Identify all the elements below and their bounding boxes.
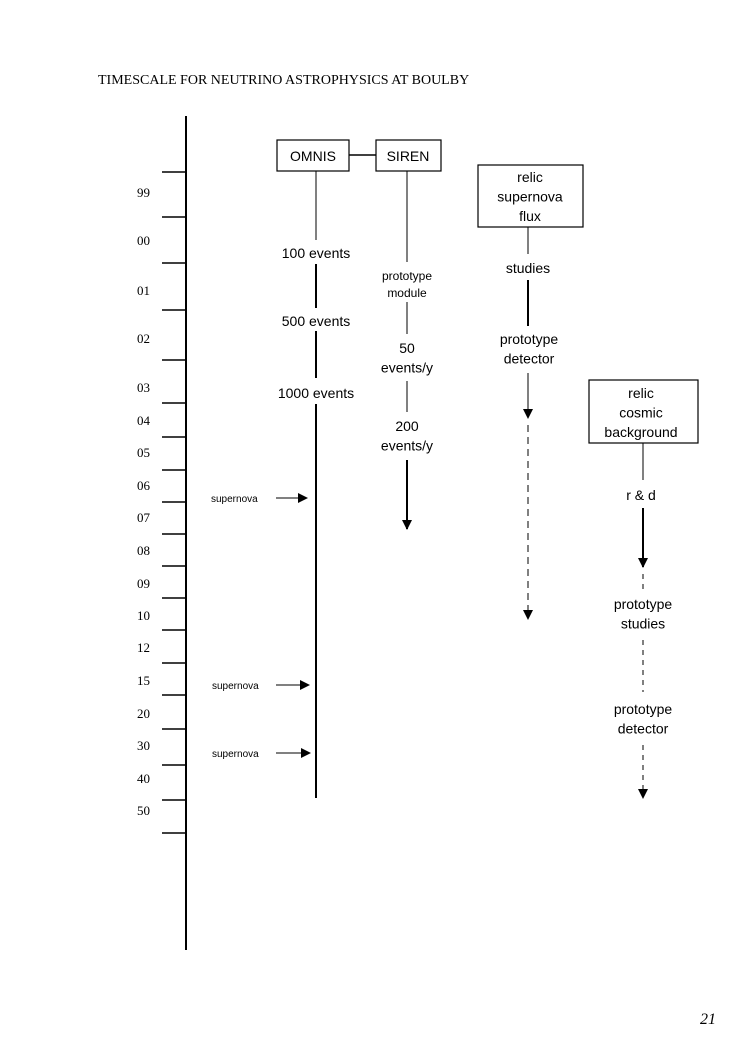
year-label: 02: [137, 331, 150, 346]
omnis-milestone-100-events: 100 events: [282, 245, 351, 261]
supernova-label-3: supernova: [212, 749, 259, 760]
timeline-ticks: [162, 171, 186, 834]
year-label: 08: [137, 543, 150, 558]
year-label: 50: [137, 803, 150, 818]
relic-cosmic-milestone-r-and-d: r & d: [626, 487, 656, 503]
siren-box: [375, 139, 442, 172]
year-label: 03: [137, 380, 150, 395]
year-label: 12: [137, 640, 150, 655]
page-number: 21: [700, 1011, 716, 1028]
year-label: 05: [137, 445, 150, 460]
relic-supernova-box: [477, 164, 584, 228]
year-label: 40: [137, 771, 150, 786]
timeline-year-labels: 99 00 01 02 03 04 05 06 07 08 09 10 12 15 20 30 40 50: [137, 185, 151, 818]
omnis-column: OMNIS 100 events 500 events 1000 events …: [211, 139, 376, 798]
year-label: 15: [137, 673, 150, 688]
year-label: 07: [137, 510, 151, 525]
relic-cosmic-box: [588, 379, 699, 444]
relic-supernova-milestone-studies: studies: [506, 260, 550, 276]
year-label: 04: [137, 413, 151, 428]
year-label: 10: [137, 608, 150, 623]
year-label: 06: [137, 478, 151, 493]
omnis-label: OMNIS: [290, 148, 336, 164]
year-label: 09: [137, 576, 150, 591]
year-label: 01: [137, 283, 150, 298]
year-label: 99: [137, 185, 150, 200]
omnis-milestone-1000-events: 1000 events: [278, 385, 354, 401]
year-label: 30: [137, 738, 150, 753]
supernova-label-1: supernova: [211, 494, 258, 505]
omnis-milestone-500-events: 500 events: [282, 313, 351, 329]
supernova-label-2: supernova: [212, 681, 259, 692]
siren-label: SIREN: [387, 148, 430, 164]
year-label: 20: [137, 706, 150, 721]
omnis-box: [276, 139, 350, 172]
year-label: 00: [137, 233, 150, 248]
document-title: TIMESCALE FOR NEUTRINO ASTROPHYSICS AT B…: [98, 73, 469, 88]
